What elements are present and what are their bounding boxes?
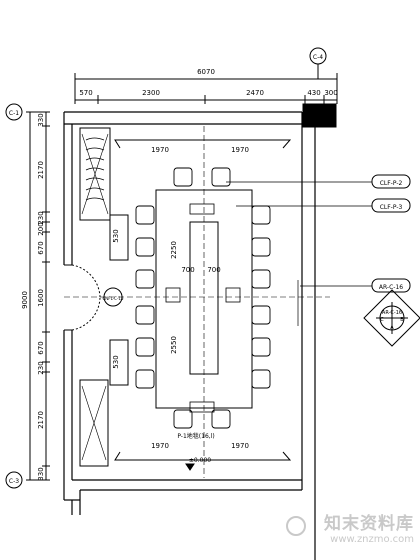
leader-lines — [226, 181, 372, 326]
index-left: C — [380, 317, 384, 323]
left-dimension-ticks — [26, 111, 50, 481]
ceiling-edge-bottom — [114, 451, 292, 461]
table-width-right: 700 — [207, 266, 220, 274]
floor-note: P-1地毯(16,l) — [177, 432, 214, 440]
upper-cabinet-hatch — [81, 133, 109, 215]
elevation-marker-left-bottom — [5, 471, 23, 489]
niche-lower-dim: 530 — [112, 355, 120, 368]
floor-outlets — [165, 203, 241, 413]
left-dim-8: 230 — [37, 361, 45, 374]
double-door — [64, 264, 330, 331]
left-dim-6: 1600 — [37, 289, 45, 307]
left-dim-4: 200 — [37, 222, 45, 235]
table-height-upper: 2250 — [170, 241, 178, 259]
elev-top-label: C-4 — [313, 54, 323, 61]
table-height-lower: 2550 — [170, 336, 178, 354]
leader-label-2: CLF-P-3 — [380, 204, 403, 211]
lower-cabinet-hatch — [81, 385, 107, 461]
walls — [63, 111, 316, 560]
left-dim-1: 330 — [37, 113, 45, 126]
lower-niche — [109, 339, 129, 386]
table-center-strip — [189, 221, 219, 375]
structural-column — [302, 103, 337, 128]
top-dim-2: 2300 — [142, 89, 160, 97]
tag-clf-p-3 — [371, 198, 411, 213]
top-dimension-ticks — [74, 73, 338, 104]
level-label: ±0.000 — [189, 457, 211, 464]
tag-clf-p-2 — [371, 174, 411, 189]
watermark-title: 知末资料库 — [324, 514, 414, 534]
left-total-dimension: 9000 — [21, 291, 29, 309]
elevation-marker-left-top — [5, 103, 23, 121]
upper-niche — [109, 214, 129, 261]
index-top: AR-C-16 — [382, 310, 402, 316]
index-bottom: A — [390, 325, 394, 331]
leader-label-3: AR-C-16 — [379, 284, 403, 291]
elev-left-bottom-label: C-3 — [9, 478, 19, 485]
top-dim-3: 2470 — [246, 89, 264, 97]
watermark-logo-icon — [286, 516, 306, 536]
table-dim-bottom-right: 1970 — [231, 442, 249, 450]
top-dim-5: 300 — [324, 89, 337, 97]
chairs — [135, 167, 271, 429]
table-dim-top-right: 1970 — [231, 146, 249, 154]
table-dim-bottom-left: 1970 — [151, 442, 169, 450]
watermark: 知末资料库 www.znzmo.com — [286, 514, 414, 554]
conference-table — [155, 189, 253, 409]
tag-ar-c-16 — [371, 278, 411, 293]
left-dim-9: 2170 — [37, 411, 45, 429]
center-marker-label: CNFL-C-15 — [102, 296, 123, 301]
leader-label-1: CLF-P-2 — [380, 180, 403, 187]
index-symbol — [363, 289, 420, 347]
left-dim-2: 2170 — [37, 161, 45, 179]
lower-cabinet — [79, 379, 109, 467]
watermark-url: www.znzmo.com — [330, 534, 414, 545]
left-dim-7: 670 — [37, 341, 45, 354]
index-right: B — [400, 317, 404, 323]
upper-cabinet — [79, 127, 111, 221]
left-dim-3: 230 — [37, 211, 45, 224]
left-dim-5: 670 — [37, 241, 45, 254]
top-total-dimension: 6070 — [197, 68, 215, 76]
top-dim-4: 430 — [307, 89, 320, 97]
ceiling-edge-top — [114, 139, 292, 149]
elev-left-top-label: C-1 — [9, 110, 19, 117]
table-width-left: 700 — [181, 266, 194, 274]
left-dim-10: 330 — [37, 467, 45, 480]
table-dim-top-left: 1970 — [151, 146, 169, 154]
top-dim-1: 570 — [79, 89, 92, 97]
level-triangle — [185, 463, 195, 471]
hanging-garments — [85, 137, 105, 201]
center-marker — [103, 287, 123, 307]
niche-upper-dim: 530 — [112, 229, 120, 242]
